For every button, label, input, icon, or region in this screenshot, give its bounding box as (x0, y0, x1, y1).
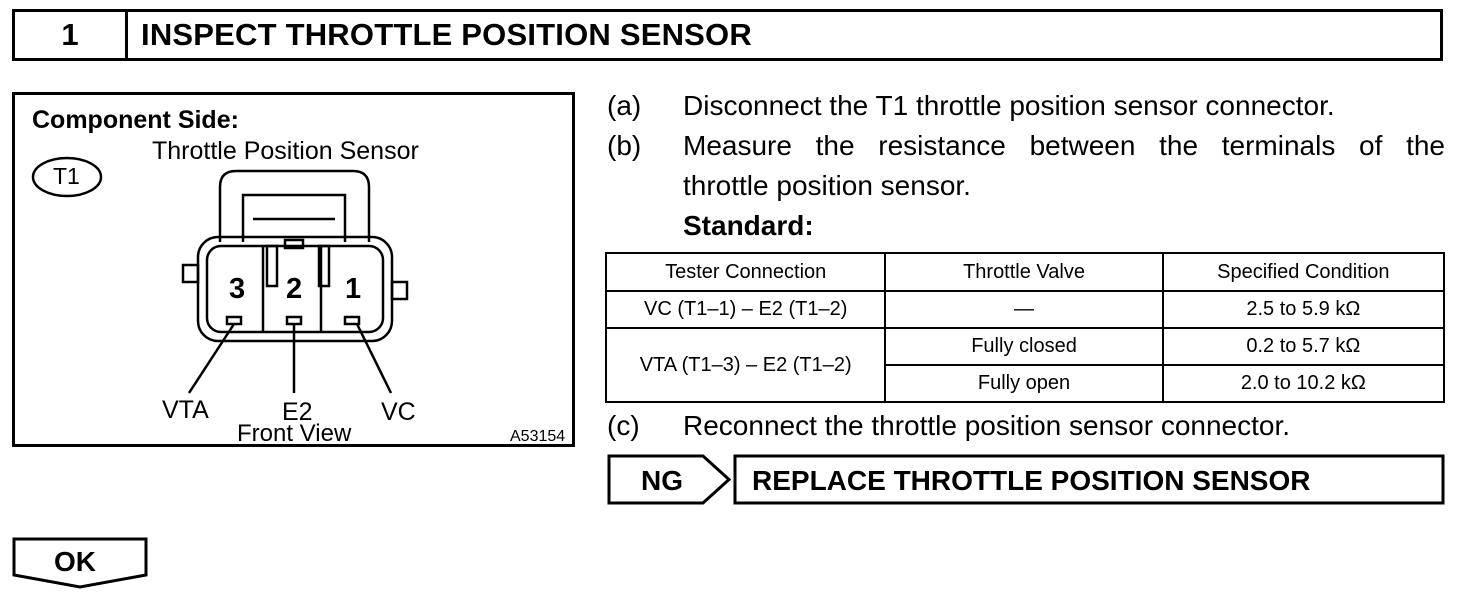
ng-label: NG (641, 465, 683, 496)
step-letter-a: (a) (607, 90, 642, 121)
table-header-cell: Tester Connection (604, 252, 887, 292)
pin-number: 1 (345, 273, 362, 305)
ng-result-box: NG REPLACE THROTTLE POSITION SENSOR (607, 454, 1445, 505)
sensor-name: Throttle Position Sensor (152, 137, 419, 165)
connector-code: T1 (53, 163, 80, 189)
step-letter-b: (b) (607, 130, 642, 161)
table-cell: — (884, 290, 1164, 329)
vta-leader-line (187, 323, 236, 394)
ok-result-box: OK (12, 537, 150, 589)
step-text-a: Disconnect the T1 throttle position sens… (683, 90, 1335, 121)
step-number: 1 (15, 12, 128, 58)
table-header-cell: Specified Condition (1161, 252, 1446, 292)
spec-table: Tester Connection Throttle Valve Specifi… (604, 252, 1446, 403)
step-header: 1 INSPECT THROTTLE POSITION SENSOR (12, 9, 1443, 61)
pin-number: 2 (286, 273, 303, 305)
standard-label: Standard: (683, 210, 814, 241)
pin-number: 3 (229, 273, 246, 305)
table-cell: VTA (T1–3) – E2 (T1–2) (604, 327, 887, 403)
connector-code-ellipse (31, 156, 103, 198)
table-cell: 2.5 to 5.9 kΩ (1161, 290, 1446, 329)
table-header-row: Tester Connection Throttle Valve Specifi… (604, 252, 1446, 292)
ok-label: OK (54, 546, 96, 577)
terminal-label-vta: VTA (162, 396, 209, 424)
terminal-label-e2: E2 (282, 398, 313, 426)
ok-arrow-outline (12, 537, 148, 589)
table-row: VTA (T1–3) – E2 (T1–2) Fully closed 0.2 … (604, 327, 1446, 403)
step-title: INSPECT THROTTLE POSITION SENSOR (141, 17, 752, 52)
table-cell: 2.0 to 10.2 kΩ (1161, 364, 1446, 403)
ng-action: REPLACE THROTTLE POSITION SENSOR (752, 465, 1311, 496)
step-text-b-line1: Measure the resistance between the termi… (683, 132, 1445, 160)
component-side-label: Component Side: (32, 106, 239, 134)
table-row: VC (T1–1) – E2 (T1–2) — 2.5 to 5.9 kΩ (604, 290, 1446, 329)
ng-arrow-outline (607, 454, 1445, 505)
table-cell: Fully open (884, 364, 1164, 403)
table-cell: Fully closed (884, 327, 1164, 366)
step-letter-c: (c) (607, 410, 640, 441)
vc-leader-line (355, 323, 393, 394)
table-cell: 0.2 to 5.7 kΩ (1161, 327, 1446, 366)
connector-illustration: Component Side: T1 Throttle Position Sen… (12, 92, 575, 447)
connector-diagram (31, 156, 409, 394)
table-row: Fully open 2.0 to 10.2 kΩ (606, 364, 1446, 403)
terminal-label-vc: VC (381, 398, 416, 426)
step-text-c: Reconnect the throttle position sensor c… (683, 410, 1291, 441)
view-label: Front View (237, 420, 352, 447)
table-header-cell: Throttle Valve (884, 252, 1164, 292)
step-text-b-line2: throttle position sensor. (683, 170, 971, 201)
step-text-b-line1-text: Measure the resistance between the termi… (683, 130, 1445, 161)
table-cell: VC (T1–1) – E2 (T1–2) (604, 290, 887, 329)
figure-id: A53154 (510, 428, 566, 445)
